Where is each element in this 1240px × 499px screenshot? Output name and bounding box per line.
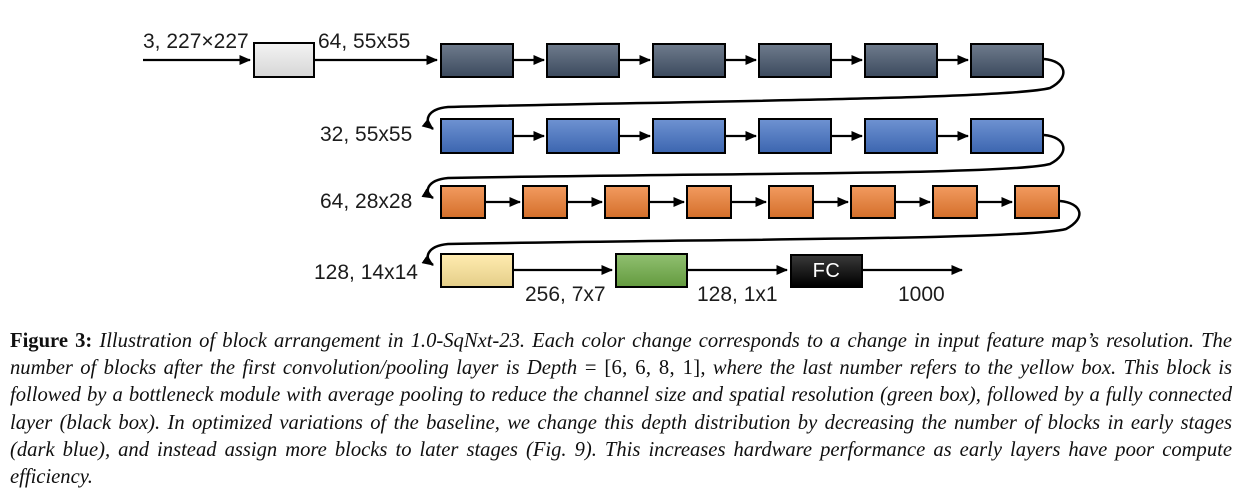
block-yellow: [440, 253, 514, 288]
label-bottleneck-dims: 256, 7x7: [525, 283, 606, 306]
label-stage4-dims: 128, 14x14: [314, 261, 418, 284]
block-dark-navy: [546, 43, 620, 78]
block-orange: [604, 185, 650, 219]
block-orange: [932, 185, 978, 219]
block-orange: [440, 185, 486, 219]
block-blue: [546, 118, 620, 154]
block-blue: [864, 118, 938, 154]
label-stage3-dims: 64, 28x28: [320, 190, 413, 213]
caption-text: Illustration of block arrangement in 1.0…: [10, 330, 1232, 488]
block-dark-navy: [652, 43, 726, 78]
caption-segment: = [6, 6, 8, 1]: [577, 357, 701, 380]
block-blue: [758, 118, 832, 154]
block-orange: [522, 185, 568, 219]
label-fc-input-dims: 128, 1x1: [697, 283, 778, 306]
bottleneck-box: [615, 253, 688, 288]
caption-label: Figure 3:: [10, 330, 93, 352]
block-orange: [686, 185, 732, 219]
block-dark-navy: [864, 43, 938, 78]
figure-caption: Figure 3: Illustration of block arrangem…: [10, 328, 1232, 491]
block-blue: [440, 118, 514, 154]
fc-box: FC: [790, 254, 863, 288]
caption-segment: Illustration of block arrangement in 1.0…: [10, 330, 1232, 380]
caption-segment: Depth: [526, 357, 578, 380]
architecture-diagram: 3, 227×227 64, 55x55 32, 55x55 64, 28x28…: [143, 30, 1081, 306]
block-orange: [850, 185, 896, 219]
block-blue: [652, 118, 726, 154]
block-orange: [768, 185, 814, 219]
label-stage1-dims: 64, 55x55: [318, 30, 411, 53]
caption-segment: , where the last number refers to the ye…: [10, 357, 1232, 489]
fc-box-label: FC: [812, 259, 841, 282]
conv-pool-box: [253, 42, 315, 78]
label-stage2-dims: 32, 55x55: [320, 123, 413, 146]
block-orange: [1014, 185, 1060, 219]
label-output-classes: 1000: [898, 283, 945, 306]
block-dark-navy: [440, 43, 514, 78]
block-blue: [970, 118, 1044, 154]
flow-arrows: [143, 55, 1081, 275]
block-dark-navy: [758, 43, 832, 78]
block-dark-navy: [970, 43, 1044, 78]
label-input-dims: 3, 227×227: [143, 30, 249, 53]
